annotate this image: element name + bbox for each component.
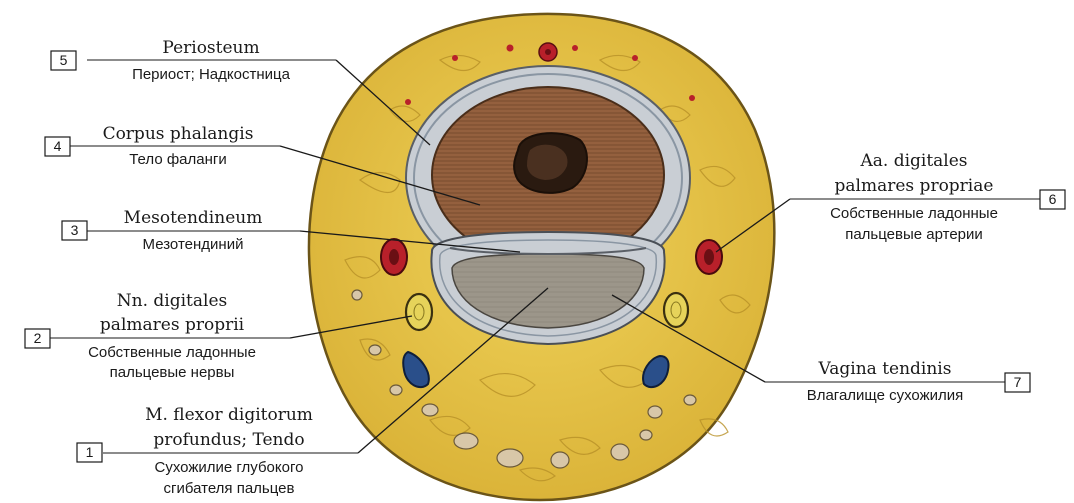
label-1-number: 1 [86,444,94,460]
label-2-russian-1: Собственные ладонные [88,344,256,361]
label-1-box: 1 [77,443,102,462]
label-1-latin-1: M. flexor digitorum [145,405,313,425]
nerve-left [406,294,432,330]
label-4-box: 4 [45,137,70,156]
label-5-russian: Периост; Надкостница [132,66,291,83]
label-6-russian-1: Собственные ладонные [830,205,998,222]
label-3-box: 3 [62,221,87,240]
label-7-russian: Влагалище сухожилия [807,387,964,404]
label-1-latin-2: profundus; Tendo [153,430,304,450]
label-2-latin-1: Nn. digitales [117,291,227,311]
label-4-russian: Тело фаланги [129,151,227,168]
label-6-number: 6 [1049,191,1057,207]
nerve-right [664,293,688,327]
label-5-number: 5 [60,52,68,68]
label-5-box: 5 [51,51,76,70]
label-4-latin: Corpus phalangis [103,124,254,144]
label-3-latin: Mesotendineum [124,208,263,228]
label-3-russian: Мезотендиний [143,236,244,253]
label-7-box: 7 [1005,373,1030,392]
label-5-latin: Periosteum [162,38,259,58]
label-1-russian-1: Сухожилие глубокого [155,459,304,476]
label-2-number: 2 [34,330,42,346]
label-6-box: 6 [1040,190,1065,209]
label-1-russian-2: сгибателя пальцев [164,480,295,497]
label-4-number: 4 [54,138,62,154]
label-6-latin-1: Aa. digitales [859,151,967,171]
label-7-number: 7 [1014,374,1022,390]
label-6-latin-2: palmares propriae [835,176,994,196]
label-6-russian-2: пальцевые артерии [845,226,983,243]
label-3-number: 3 [71,222,79,238]
label-2-russian-2: пальцевые нервы [110,364,235,381]
label-2-box: 2 [25,329,50,348]
label-2-latin-2: palmares proprii [100,315,245,335]
label-7-latin: Vagina tendinis [818,359,952,379]
